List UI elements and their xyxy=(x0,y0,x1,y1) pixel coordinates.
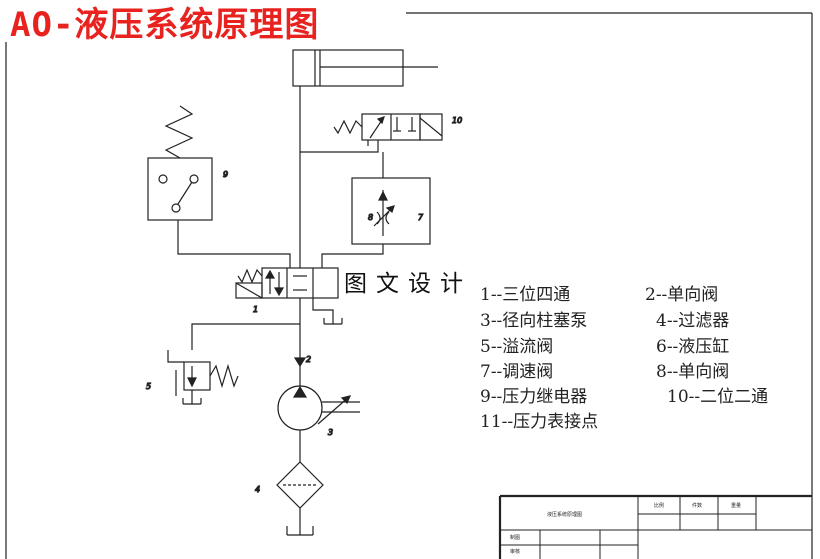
title-block-weight-header: 重量 xyxy=(731,503,742,509)
radial-piston-pump-symbol xyxy=(277,385,360,431)
legend-item: 10--二位二通 xyxy=(667,387,769,407)
legend-item: 7--调速阀 xyxy=(480,362,554,382)
label-4: 4 xyxy=(255,485,260,494)
three-way-valve-symbol xyxy=(235,267,343,325)
drawing-frame xyxy=(5,12,813,559)
page-title: AO-液压系统原理图 xyxy=(10,5,320,45)
legend-item: 11--压力表接点 xyxy=(480,412,599,432)
two-way-valve-symbol xyxy=(300,113,443,153)
speed-control-valve-symbol xyxy=(321,152,431,268)
label-2: 2 xyxy=(306,355,311,364)
label-10: 10 xyxy=(452,116,462,125)
title-block-count-header: 件数 xyxy=(692,503,703,509)
label-8: 8 xyxy=(368,213,373,222)
legend-item: 1--三位四通 xyxy=(480,285,571,305)
check-valve-symbol xyxy=(293,357,307,368)
main-pressure-line xyxy=(286,86,314,536)
title-block-drawn-by: 制图 xyxy=(510,535,521,541)
label-5: 5 xyxy=(146,382,151,391)
title-block-scale-header: 比例 xyxy=(654,503,665,509)
watermark-text: 图文设计 xyxy=(342,264,474,298)
legend-item: 2--单向阀 xyxy=(645,285,719,305)
legend-item: 8--单向阀 xyxy=(656,362,730,382)
title-block-checked-by: 审核 xyxy=(510,549,521,555)
label-3: 3 xyxy=(328,428,333,437)
title-block-drawing-name: 液压系统原理图 xyxy=(547,512,583,518)
legend-item: 4--过滤器 xyxy=(656,311,730,331)
label-7: 7 xyxy=(418,213,424,222)
hydraulic-cylinder-symbol xyxy=(292,49,438,87)
label-9: 9 xyxy=(223,170,228,179)
label-1: 1 xyxy=(253,305,258,314)
title-block-grid xyxy=(498,494,812,559)
legend-item: 6--液压缸 xyxy=(656,337,730,357)
legend-item: 5--溢流阀 xyxy=(480,337,554,357)
legend-item: 9--压力继电器 xyxy=(480,387,588,407)
relief-valve-symbol xyxy=(167,323,300,405)
pressure-relay-symbol xyxy=(147,105,291,268)
filter-symbol xyxy=(276,461,324,509)
legend-item: 3--径向柱塞泵 xyxy=(480,311,588,331)
